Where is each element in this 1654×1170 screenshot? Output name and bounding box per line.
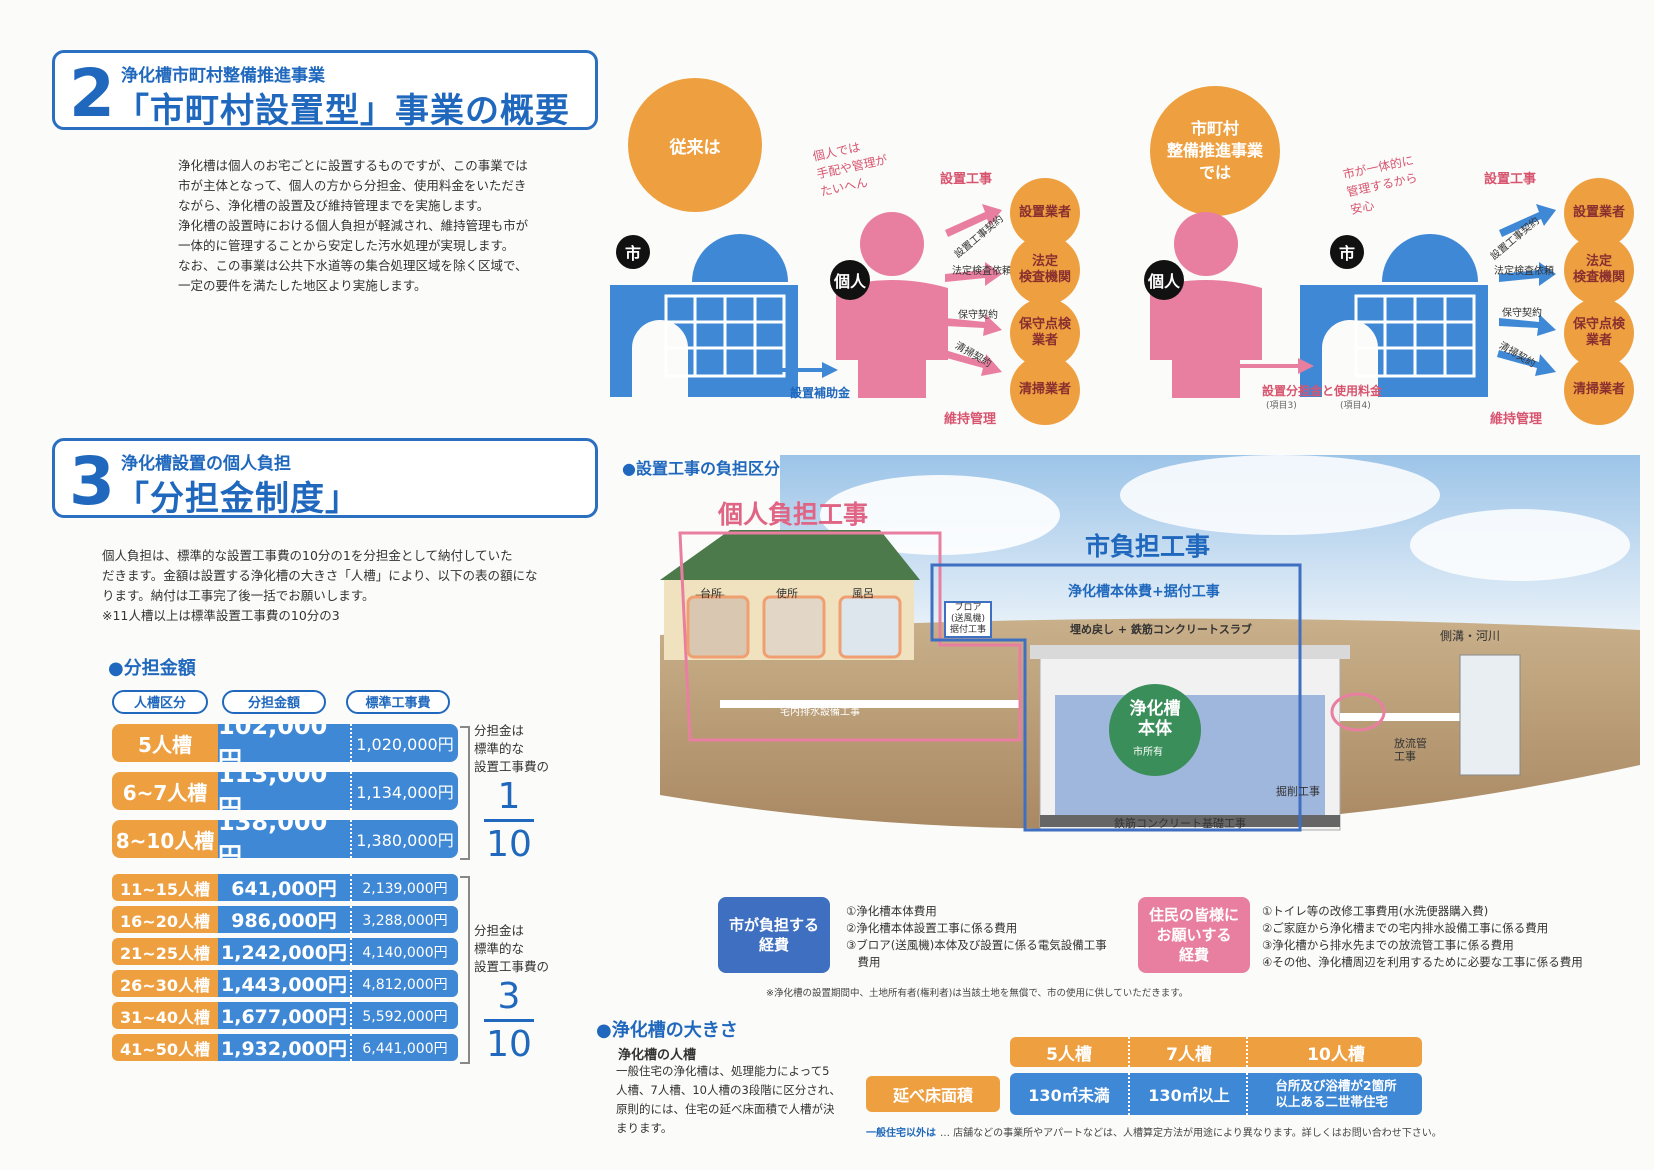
size-header-5: 5人槽 — [1046, 1044, 1092, 1065]
tank-owner: 市所有 — [1133, 747, 1163, 758]
resident-cost-box: 住民の皆様に お願いする 経費 — [1138, 897, 1250, 973]
tank-label: 浄化槽 本体 — [1129, 699, 1181, 739]
room-bath: 風呂 — [852, 587, 874, 600]
city-building-icon — [1300, 234, 1488, 397]
after-city-badge: 市 — [1330, 235, 1364, 269]
person-icon — [1150, 212, 1262, 398]
backfill-label: 埋め戻し + 鉄筋コンクリートスラブ — [1070, 623, 1252, 636]
body-cost-label: 浄化槽本体費+据付工事 — [1068, 584, 1220, 600]
before-contractor-maintenance: 保守点検 業者 — [1010, 298, 1080, 368]
outlet-label: 放流管 工事 — [1394, 737, 1427, 763]
foundation-label: 鉄筋コンクリート基礎工事 — [1114, 817, 1246, 830]
city-label: 市負担工事 — [1085, 532, 1211, 561]
construction-title: ●設置工事の負担区分 — [622, 459, 780, 478]
fee-header-size: 人槽区分 — [112, 690, 208, 714]
payment-label: 設置分担金と使用料金 — [1262, 384, 1383, 398]
before-install-tag: 設置工事 — [940, 172, 993, 187]
before-person-badge: 個人 — [830, 260, 870, 300]
section3-header: 3 浄化槽設置の個人負担 「分担金制度」 — [52, 438, 598, 520]
bracket-top — [460, 726, 470, 860]
size-header-10: 10人槽 — [1246, 1037, 1424, 1067]
before-city-badge: 市 — [616, 235, 650, 269]
bracket-bottom — [460, 876, 470, 1064]
before-handwriting: 個人では手配や管理がたいへん — [811, 140, 889, 199]
size-header-bar — [1010, 1037, 1422, 1067]
size-value-7: 130㎡以上 — [1128, 1073, 1248, 1115]
after-contractor-install: 設置業者 — [1564, 178, 1634, 248]
section3-number: 3 — [69, 443, 115, 520]
section3-subtitle: 浄化槽設置の個人負担 — [121, 454, 291, 474]
section2-title: 「市町村設置型」事業の概要 — [115, 91, 570, 131]
size-note: … 店舗などの事業所やアパートなどは、人槽算定方法が用途により異なります。詳しく… — [940, 1128, 1442, 1139]
construction-illustration — [660, 455, 1640, 832]
before-maint-tag: 維持管理 — [944, 412, 997, 427]
after-contractor-cleaning: 清掃業者 — [1564, 355, 1634, 425]
fee-table-title: ●分担金額 — [108, 658, 196, 679]
table-row: 8~10人槽 138,000円 1,380,000円 — [112, 820, 458, 858]
after-circle: 市町村 整備推進事業 では — [1150, 86, 1280, 216]
section3-title: 「分担金制度」 — [115, 479, 360, 519]
size-value-10: 台所及び浴槽が2箇所 以上ある二世帯住宅 — [1246, 1073, 1424, 1115]
section2-body: 浄化槽は個人のお宅ごとに設置するものですが、この事業では 市が主体となって、個人… — [178, 158, 529, 293]
subsidy-arrow-icon — [770, 362, 838, 378]
construction-diagram: ●設置工事の負担区分 個人負担工事 市負担工事 台所 使所 風呂 ブロア (送風… — [622, 455, 1640, 895]
section2-number: 2 — [69, 55, 115, 132]
personal-label: 個人負担工事 — [718, 500, 869, 529]
after-install-tag: 設置工事 — [1484, 172, 1537, 187]
after-maint-tag: 維持管理 — [1490, 412, 1543, 427]
size-value-5: 130㎡未満 — [1028, 1086, 1110, 1105]
table-row: 5人槽 102,000円 1,020,000円 — [112, 724, 458, 762]
size-subtitle: 浄化槽の人槽 — [618, 1048, 697, 1063]
floor-area-label: 延べ床面積 — [866, 1076, 1000, 1112]
fee-note-bottom: 分担金は標準的な設置工事費の — [474, 923, 550, 974]
room-kitchen: 台所 — [700, 587, 722, 600]
cost-note: ※浄化槽の設置期間中、土地所有者(権利者)は当該土地を無償で、市の使用に供してい… — [766, 988, 1189, 999]
city-building-icon — [610, 234, 798, 397]
size-value-bar — [1010, 1073, 1422, 1115]
section2-subtitle: 浄化槽市町村整備推進事業 — [121, 66, 325, 86]
size-note-label: 一般住宅以外は — [866, 1128, 936, 1139]
city-cost-box: 市が負担する 経費 — [718, 897, 830, 973]
after-handwriting: 市が一体的に管理するから安心 — [1341, 153, 1419, 217]
after-contractor-inspection: 法定 検査機関 — [1564, 235, 1634, 305]
room-toilet: 使所 — [776, 587, 798, 600]
blower-label: ブロア (送風機) 据付工事 — [944, 601, 992, 638]
payment-arrow-icon — [1236, 358, 1314, 374]
table-row: 6~7人槽 113,000円 1,134,000円 — [112, 772, 458, 810]
fee-header-amount: 分担金額 — [222, 690, 326, 714]
size-header-7: 7人槽 — [1128, 1037, 1248, 1067]
before-contract-arrows-icon — [943, 204, 1002, 376]
resident-cost-list: ①トイレ等の改修工事費用(水洗便器購入費)②ご家庭から浄化槽までの宅内排水設備工… — [1262, 904, 1583, 969]
after-person-badge: 個人 — [1144, 260, 1184, 300]
before-circle: 従来は — [628, 78, 762, 212]
size-title: ●浄化槽の大きさ — [596, 1020, 738, 1041]
after-contract-arrows-icon — [1497, 204, 1556, 376]
section2-header: 2 浄化槽市町村整備推進事業 「市町村設置型」事業の概要 — [52, 50, 598, 132]
fee-note-top: 分担金は標準的な設置工事費の — [474, 723, 550, 774]
drain-label: 宅内排水設備工事 — [780, 707, 860, 718]
section3-body: 個人負担は、標準的な設置工事費の10分の1を分担金として納付していた だきます。… — [102, 548, 538, 623]
before-contractor-inspection: 法定 検査機関 — [1010, 235, 1080, 305]
ditch-label: 側溝・河川 — [1440, 629, 1501, 643]
person-icon — [836, 212, 948, 398]
dig-label: 掘削工事 — [1276, 785, 1320, 798]
before-contractor-cleaning: 清掃業者 — [1010, 355, 1080, 425]
subsidy-label: 設置補助金 — [790, 386, 851, 400]
fee-header-standard: 標準工事費 — [346, 690, 450, 714]
